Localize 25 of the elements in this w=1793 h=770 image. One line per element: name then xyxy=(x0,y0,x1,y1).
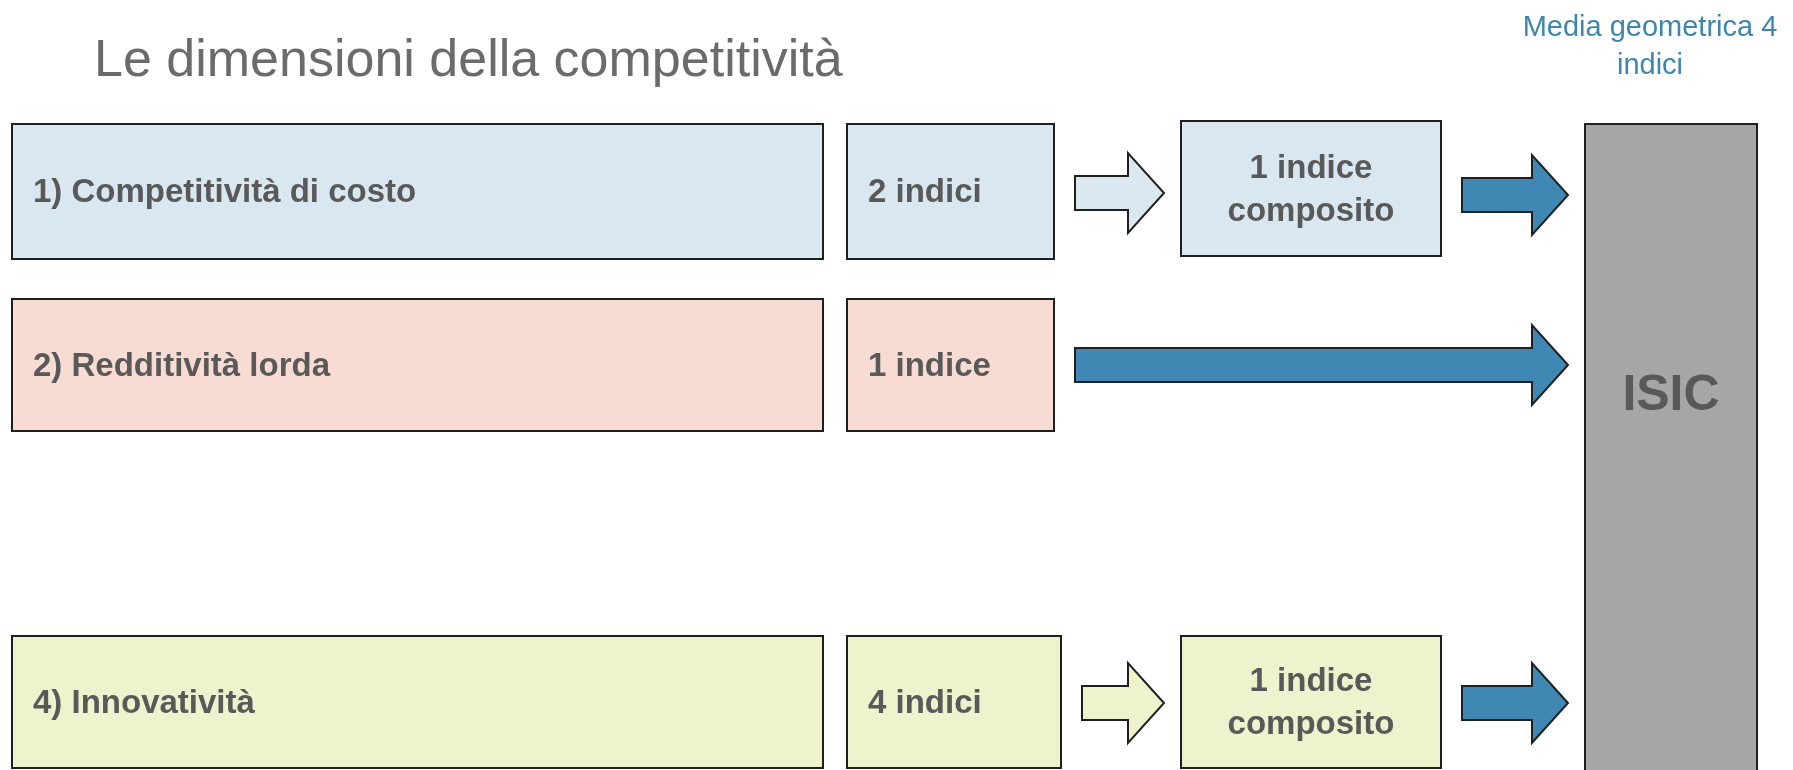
label-box xyxy=(846,123,1055,260)
label-box xyxy=(846,298,1055,432)
label-box xyxy=(1180,120,1442,257)
box-label: 1) Competitività di costo xyxy=(33,171,417,212)
label-box xyxy=(1180,635,1442,769)
title: Le dimensioni della competitività xyxy=(94,28,843,89)
block-arrow xyxy=(1461,152,1570,238)
label-box xyxy=(11,123,824,260)
box-label: 4) Innovatività xyxy=(33,681,255,722)
box-label: 1 indice composito xyxy=(1226,660,1396,743)
box-label: 1 indice composito xyxy=(1226,146,1396,230)
block-arrow xyxy=(1461,660,1570,746)
box-label: 4 indici xyxy=(868,681,982,722)
block-arrow xyxy=(1081,660,1166,746)
result-column xyxy=(1584,123,1758,770)
box-label: 1 indice xyxy=(868,344,991,385)
column-label: ISIC xyxy=(1622,363,1720,423)
block-arrow xyxy=(1074,150,1166,236)
note-text: Media geometrica 4 indici xyxy=(1521,9,1779,82)
box-label: 2 indici xyxy=(868,171,982,212)
block-arrow xyxy=(1074,322,1570,408)
label-box xyxy=(11,635,824,769)
box-label: 2) Redditività lorda xyxy=(33,344,331,385)
label-box xyxy=(846,635,1062,769)
label-box xyxy=(11,298,824,432)
